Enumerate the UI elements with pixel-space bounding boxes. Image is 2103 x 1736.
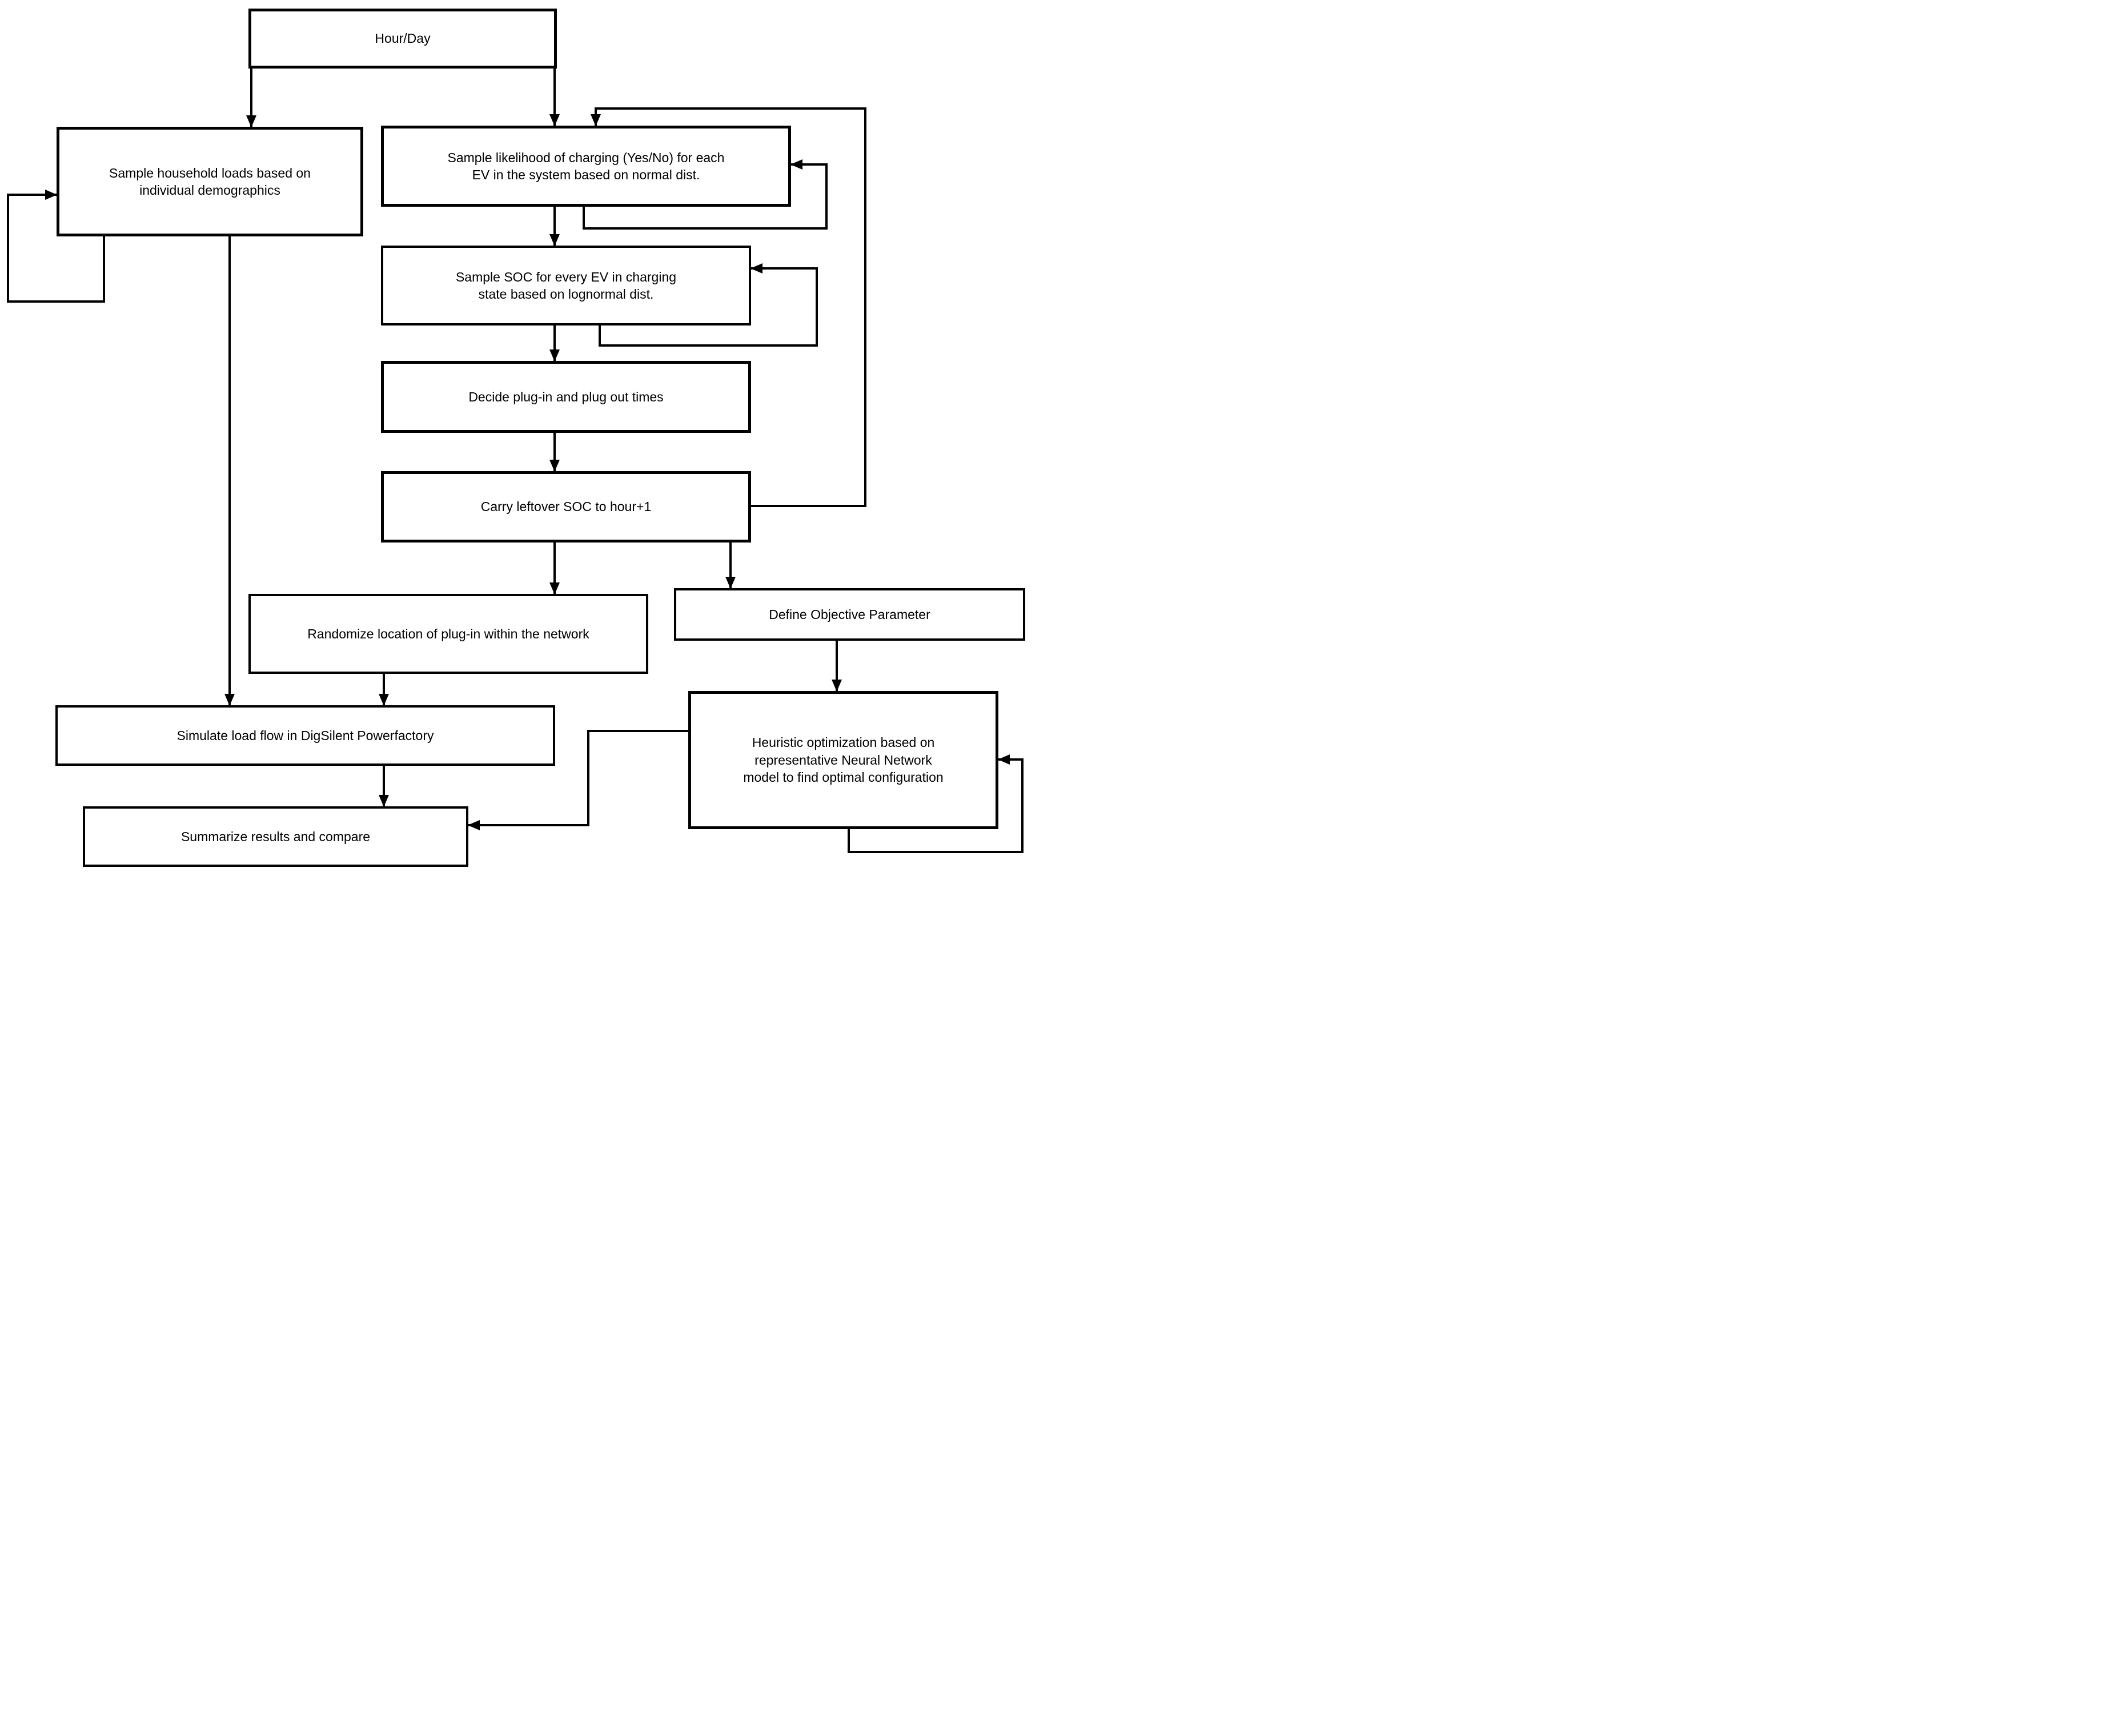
node-summarize-results: Summarize results and compare xyxy=(83,806,468,867)
node-hour-day: Hour/Day xyxy=(248,9,557,69)
node-label: Summarize results and compare xyxy=(180,829,371,844)
node-sample-likelihood-charging: Sample likelihood of charging (Yes/No) f… xyxy=(381,126,791,207)
node-simulate-load-flow: Simulate load flow in DigSilent Powerfac… xyxy=(55,705,555,766)
node-carry-leftover-soc: Carry leftover SOC to hour+1 xyxy=(381,471,751,542)
node-sample-soc: Sample SOC for every EV in charging stat… xyxy=(381,246,751,326)
node-randomize-location: Randomize location of plug-in within the… xyxy=(248,594,648,674)
node-decide-plug-times: Decide plug-in and plug out times xyxy=(381,361,751,433)
node-label: Randomize location of plug-in within the… xyxy=(307,626,589,641)
node-label: Define Objective Parameter xyxy=(769,606,930,622)
node-label: Carry leftover SOC to hour+1 xyxy=(480,499,652,515)
node-define-objective: Define Objective Parameter xyxy=(674,588,1025,641)
node-label: Sample likelihood of charging (Yes/No) f… xyxy=(447,150,725,182)
node-label: Sample SOC for every EV in charging stat… xyxy=(455,269,677,302)
node-sample-household-loads: Sample household loads based on individu… xyxy=(57,127,363,236)
node-label: Sample household loads based on individu… xyxy=(109,165,311,198)
node-label: Decide plug-in and plug out times xyxy=(468,389,664,404)
node-label: Heuristic optimization based on represen… xyxy=(743,735,944,785)
node-heuristic-optimization: Heuristic optimization based on represen… xyxy=(688,691,998,829)
node-label: Hour/Day xyxy=(375,31,431,46)
flowchart-canvas: Hour/Day Sample household loads based on… xyxy=(0,0,1052,868)
node-label: Simulate load flow in DigSilent Powerfac… xyxy=(176,728,434,743)
